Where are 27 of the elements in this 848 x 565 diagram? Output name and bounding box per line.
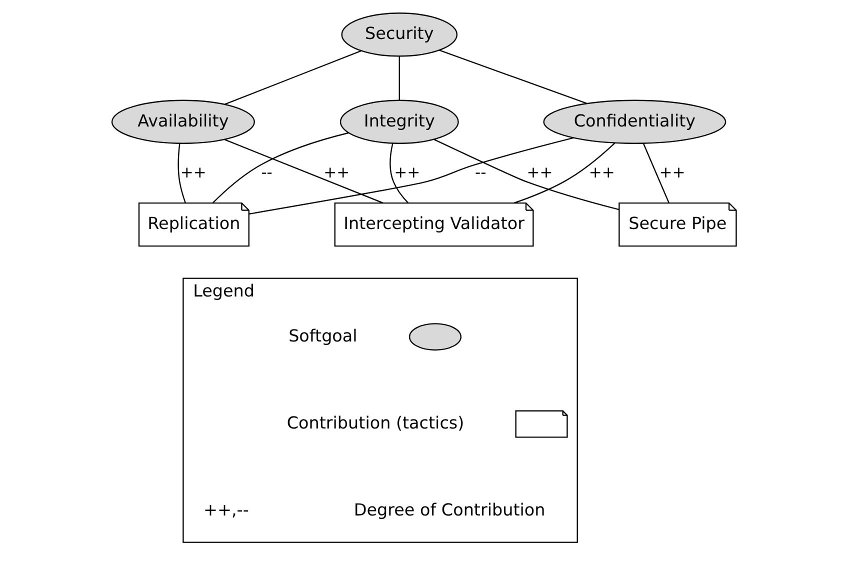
legend-label: Softgoal — [288, 325, 358, 346]
edge-label: ++ — [659, 163, 686, 182]
edge-label: -- — [475, 163, 486, 182]
label: ++,-- — [203, 500, 249, 520]
node-ellipse: Security — [341, 12, 458, 57]
edge-label: ++ — [324, 163, 350, 182]
node-ellipse: Confidentiality — [543, 100, 726, 144]
edge-label: -- — [261, 163, 272, 182]
connector — [514, 142, 616, 204]
edge-label: ++ — [526, 163, 553, 182]
connector — [178, 144, 186, 204]
legend-label: Contribution (tactics) — [286, 412, 464, 432]
edge-label: ++ — [588, 163, 615, 182]
connector — [390, 143, 408, 204]
connector — [439, 50, 588, 104]
edge-label: ++ — [394, 163, 420, 182]
node-cloud — [408, 323, 462, 351]
connector — [642, 143, 670, 203]
connector — [224, 139, 384, 204]
edge-label: ++ — [180, 163, 206, 182]
connector — [212, 132, 349, 204]
legend-label: Degree of Contribution — [354, 500, 546, 520]
connector — [249, 137, 574, 214]
node-ellipse: Integrity — [340, 100, 459, 144]
node-ellipse: Availability — [111, 100, 255, 144]
connector — [398, 56, 400, 100]
connector — [224, 50, 362, 105]
